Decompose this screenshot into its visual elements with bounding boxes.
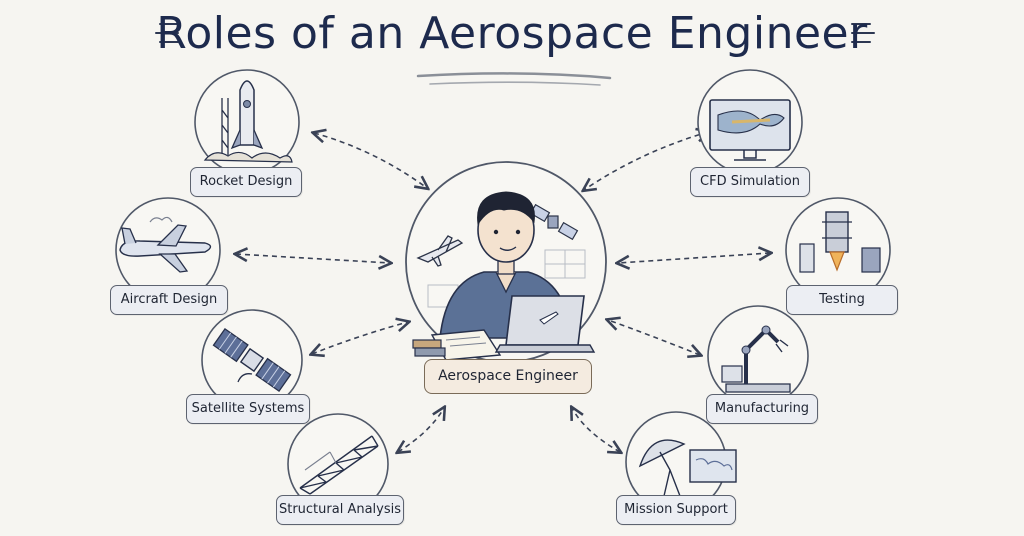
arrow-rocket: [314, 133, 427, 188]
arrow-manufacturing: [608, 320, 700, 355]
rocket-icon: [194, 69, 300, 175]
arrow-aircraft: [236, 254, 390, 263]
role-label-satellite-systems: Satellite Systems: [186, 394, 310, 424]
airplane-icon: [115, 197, 221, 303]
role-label-aircraft-design: Aircraft Design: [110, 285, 228, 315]
connector-arrows: [236, 132, 770, 452]
arrow-testing: [618, 253, 770, 263]
center-label: Aerospace Engineer: [424, 359, 592, 394]
arrow-mission: [572, 408, 620, 452]
cfd-monitor-icon: [697, 69, 803, 175]
engineer-illustration: [405, 161, 607, 363]
role-label-structural-analysis: Structural Analysis: [276, 495, 404, 525]
page-title: Roles of an Aerospace Engineer: [156, 8, 868, 59]
role-label-testing: Testing: [786, 285, 898, 315]
robot-arm-icon: [707, 305, 809, 407]
radar-dish-icon: [625, 411, 737, 513]
role-label-cfd-simulation: CFD Simulation: [690, 167, 810, 197]
role-label-rocket-design: Rocket Design: [190, 167, 302, 197]
role-label-mission-support: Mission Support: [616, 495, 736, 525]
role-label-manufacturing: Manufacturing: [706, 394, 818, 424]
small-plane-icon: [416, 235, 464, 267]
arrow-structural: [398, 408, 444, 452]
title-decoration: [155, 23, 875, 86]
test-stand-icon: [785, 197, 891, 303]
small-satellite-icon: [529, 203, 579, 241]
arrow-satellite: [312, 322, 408, 354]
